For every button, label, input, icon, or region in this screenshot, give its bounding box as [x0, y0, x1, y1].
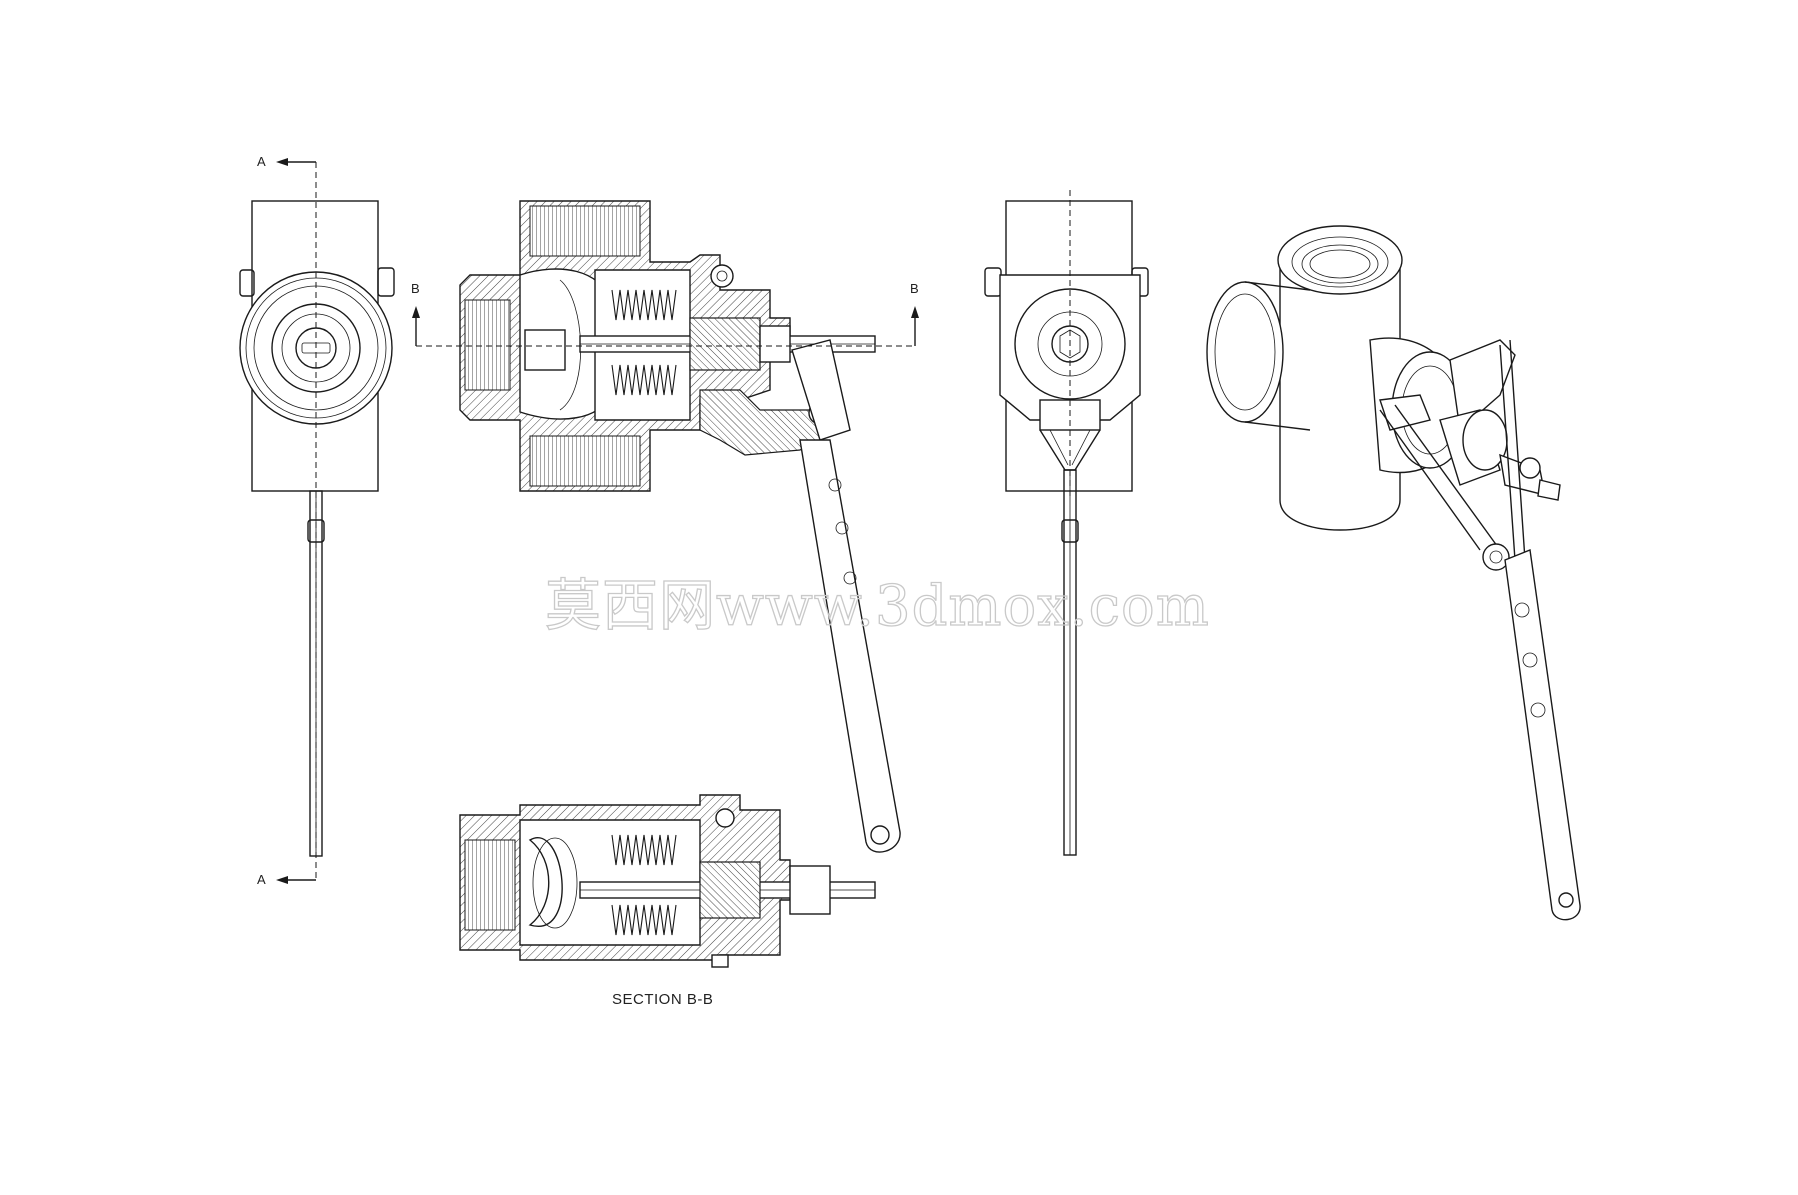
- side-view: [984, 190, 1149, 856]
- section-arrow-label-a-top: A: [257, 154, 266, 169]
- spring-lower: [611, 364, 677, 396]
- section-caption: SECTION B-B: [612, 991, 713, 1008]
- section-arrow-label-b-left: B: [411, 281, 420, 296]
- front-view: [239, 158, 395, 884]
- section-b-view: [459, 794, 876, 968]
- section-arrow-label-a-bottom: A: [257, 872, 266, 887]
- section-a-view: [459, 200, 876, 492]
- isometric-view: [1206, 225, 1581, 921]
- watermark-text: 莫西网www.3dmox.com: [545, 574, 1210, 639]
- operating-lever: [799, 439, 901, 853]
- spring-upper: [611, 289, 677, 321]
- section-line-b: [412, 306, 919, 347]
- section-arrow-label-b-right: B: [910, 281, 919, 296]
